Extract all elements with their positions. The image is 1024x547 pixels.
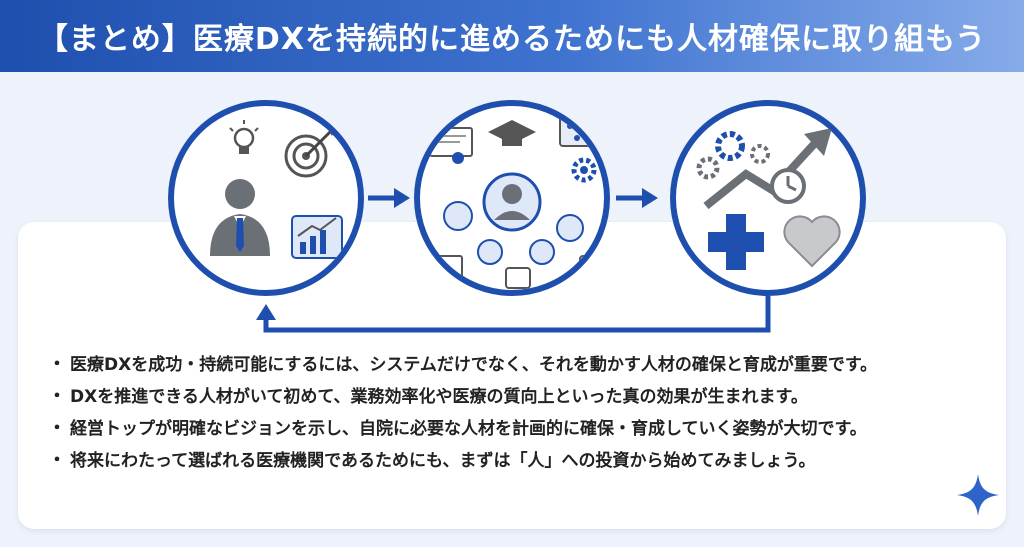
bullet-text: 経営トップが明確なビジョンを示し、自院に必要な人材を計画的に確保・育成していく姿… <box>70 419 867 439</box>
header-banner: 【まとめ】医療DXを持続的に進めるためにも人材確保に取り組もう <box>0 0 1024 72</box>
tablet-icon <box>505 267 531 289</box>
heart-icon <box>783 215 841 268</box>
bullet-item: ・ 将来にわたって選ばれる医療機関であるためにも、まずは「人」への投資から始めて… <box>48 450 998 482</box>
bullet-text: 医療DXを成功・持続可能にするには、システムだけでなく、それを動かす人材の確保と… <box>70 355 878 375</box>
talent-development-circle <box>414 100 610 296</box>
team-avatars-icon <box>443 201 584 265</box>
bullet-item: ・ 医療DXを成功・持続可能にするには、システムだけでなく、それを動かす人材の確… <box>48 354 998 386</box>
graduation-cap-icon <box>488 120 536 146</box>
bullet-text: DXを推進できる人材がいて初めて、業務効率化や医療の質向上といった真の効果が生ま… <box>70 387 808 407</box>
medical-cross-icon <box>708 214 764 270</box>
outcomes-circle <box>670 100 866 296</box>
growth-arrow-icon <box>703 128 832 210</box>
sparkle-icon <box>957 474 999 516</box>
target-icon <box>284 126 336 178</box>
bullet-marker: ・ <box>48 386 66 407</box>
lightbulb-icon <box>229 120 259 154</box>
bullet-marker: ・ <box>48 450 66 471</box>
bullet-item: ・ 経営トップが明確なビジョンを示し、自院に必要な人材を計画的に確保・育成してい… <box>48 418 998 450</box>
businessman-icon <box>210 179 270 256</box>
bullet-marker: ・ <box>48 354 66 375</box>
growth-chart-icon <box>291 215 343 259</box>
bullet-marker: ・ <box>48 418 66 439</box>
gears-icon <box>696 131 770 180</box>
page-title: 【まとめ】医療DXを持続的に進めるためにも人材確保に取り組もう <box>37 22 987 57</box>
leadership-circle <box>168 100 364 296</box>
clock-icon <box>770 168 806 204</box>
bullet-item: ・ DXを推進できる人材がいて初めて、業務効率化や医療の質向上といった真の効果が… <box>48 386 998 418</box>
summary-bullet-list: ・ 医療DXを成功・持続可能にするには、システムだけでなく、それを動かす人材の確… <box>48 354 998 482</box>
bullet-text: 将来にわたって選ばれる医療機関であるためにも、まずは「人」への投資から始めてみま… <box>70 451 816 471</box>
person-avatar-icon <box>482 172 542 232</box>
gear-icon <box>571 157 597 183</box>
